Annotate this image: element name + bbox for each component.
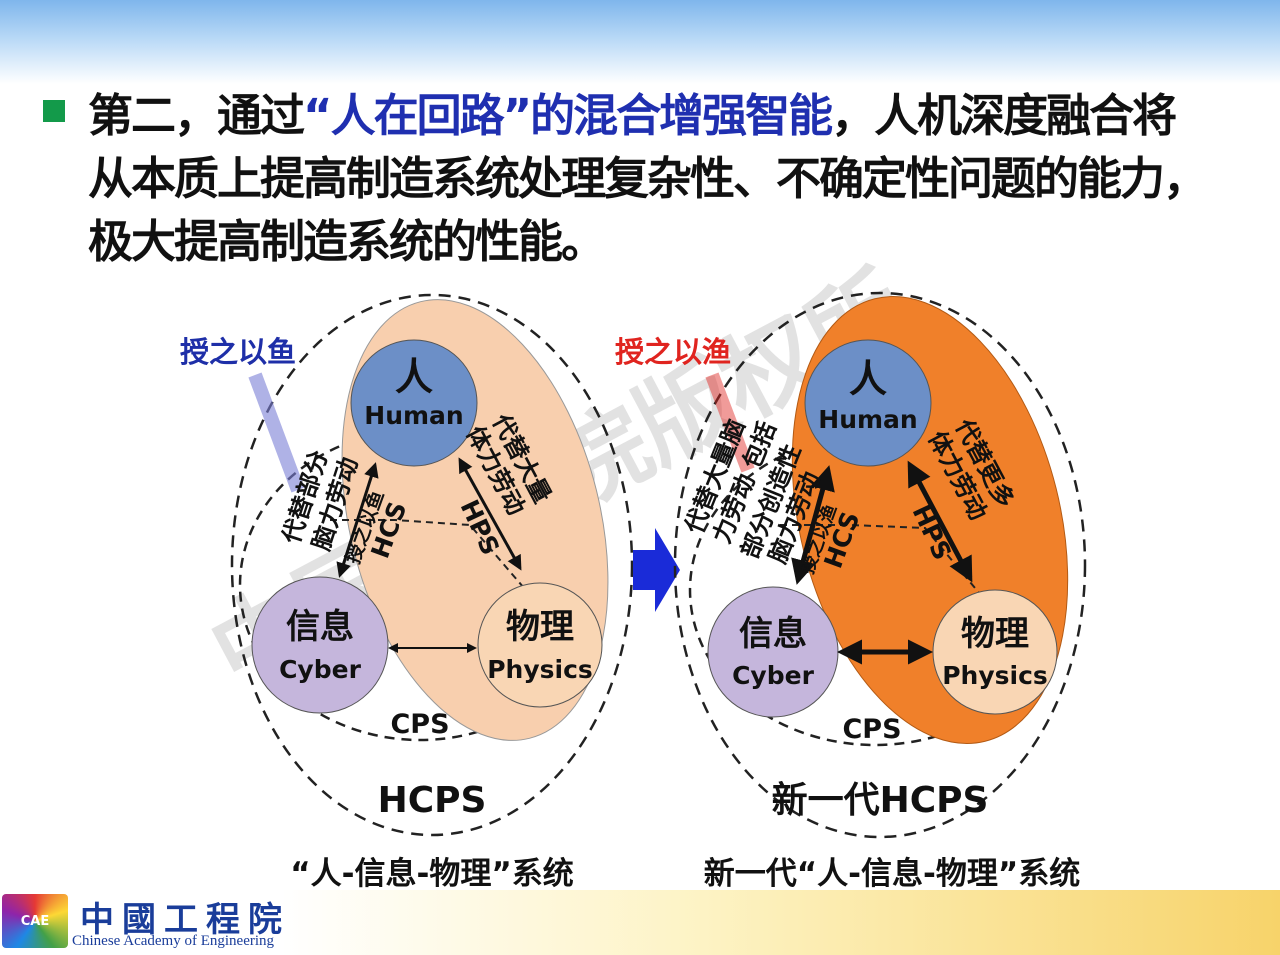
heading-line1-a: 第二，通过 bbox=[88, 89, 305, 142]
right-caption: 新一代“人-信息-物理”系统 bbox=[704, 856, 1080, 892]
heading-paragraph: 第二，通过“人在回路”的混合增强智能，人机深度融合将 从本质上提高制造系统处理复… bbox=[88, 84, 1238, 273]
left-diagram: 授之以鱼 人 Human 信息 Cyber 物理 Physics 代替部分 脑力… bbox=[180, 293, 634, 892]
left-caption: “人-信息-物理”系统 bbox=[290, 856, 573, 892]
left-hcps-label: HCPS bbox=[378, 780, 487, 821]
right-human-circle bbox=[804, 339, 932, 467]
logo-english-name: Chinese Academy of Engineering bbox=[72, 933, 275, 949]
logo-chinese-name: 中國工程院 bbox=[80, 900, 290, 940]
right-human-cn: 人 bbox=[849, 357, 887, 401]
right-pointer-stroke bbox=[705, 372, 755, 473]
left-hps-arrow bbox=[458, 457, 522, 571]
bottom-gradient-band bbox=[0, 890, 1280, 955]
left-cyber-en: Cyber bbox=[279, 655, 361, 684]
left-hcps-ellipse bbox=[230, 293, 634, 837]
left-physics-cn: 物理 bbox=[506, 607, 574, 647]
heading-line-2: 从本质上提高制造系统处理复杂性、不确定性问题的能力， bbox=[88, 152, 1208, 205]
left-human-cn: 人 bbox=[395, 355, 433, 399]
left-physics-circle bbox=[477, 582, 603, 708]
right-physics-circle bbox=[932, 589, 1058, 715]
left-hcs-arrow bbox=[336, 462, 379, 578]
right-cyber-cn: 信息 bbox=[739, 614, 807, 654]
center-arrow bbox=[633, 528, 680, 612]
right-cyber-en: Cyber bbox=[732, 661, 814, 690]
right-human-en: Human bbox=[818, 405, 917, 434]
right-diagram: 授之以渔 人 Human 信息 Cyber 物理 Physics 代替大量脑 力… bbox=[615, 291, 1087, 892]
cae-emblem-text: CAE bbox=[20, 914, 50, 929]
left-physics-en: Physics bbox=[487, 655, 593, 684]
right-tag-label: 授之以渔 bbox=[615, 335, 731, 369]
right-hcps-label: 新一代HCPS bbox=[772, 780, 989, 821]
bullet-square bbox=[43, 100, 65, 122]
right-hcs-arrow bbox=[791, 465, 835, 585]
heading-highlight: “人在回路”的混合增强智能 bbox=[303, 89, 833, 142]
left-pointer-stroke bbox=[248, 372, 305, 493]
right-hcps-ellipse bbox=[673, 291, 1087, 839]
left-human-circle bbox=[350, 339, 478, 467]
right-physics-cn: 物理 bbox=[961, 614, 1029, 654]
left-cps-label: CPS bbox=[390, 709, 449, 740]
heading-line-3: 极大提高制造系统的性能。 bbox=[88, 215, 606, 268]
top-gradient-band bbox=[0, 0, 1280, 84]
right-cps-label: CPS bbox=[842, 714, 901, 745]
left-human-en: Human bbox=[364, 401, 463, 430]
left-tag-label: 授之以鱼 bbox=[180, 335, 296, 369]
cae-emblem-icon: CAE bbox=[2, 894, 68, 948]
left-cyber-cn: 信息 bbox=[286, 607, 354, 647]
heading-line-1: 第二，通过“人在回路”的混合增强智能，人机深度融合将 bbox=[88, 84, 1238, 147]
cae-logo: CAE 中國工程院 Chinese Academy of Engineering bbox=[0, 890, 300, 955]
center-arrow-icon bbox=[633, 528, 680, 612]
heading-line1-b: ，人机深度融合将 bbox=[831, 89, 1177, 142]
right-hps-arrow bbox=[907, 460, 973, 583]
right-physics-en: Physics bbox=[942, 661, 1048, 690]
